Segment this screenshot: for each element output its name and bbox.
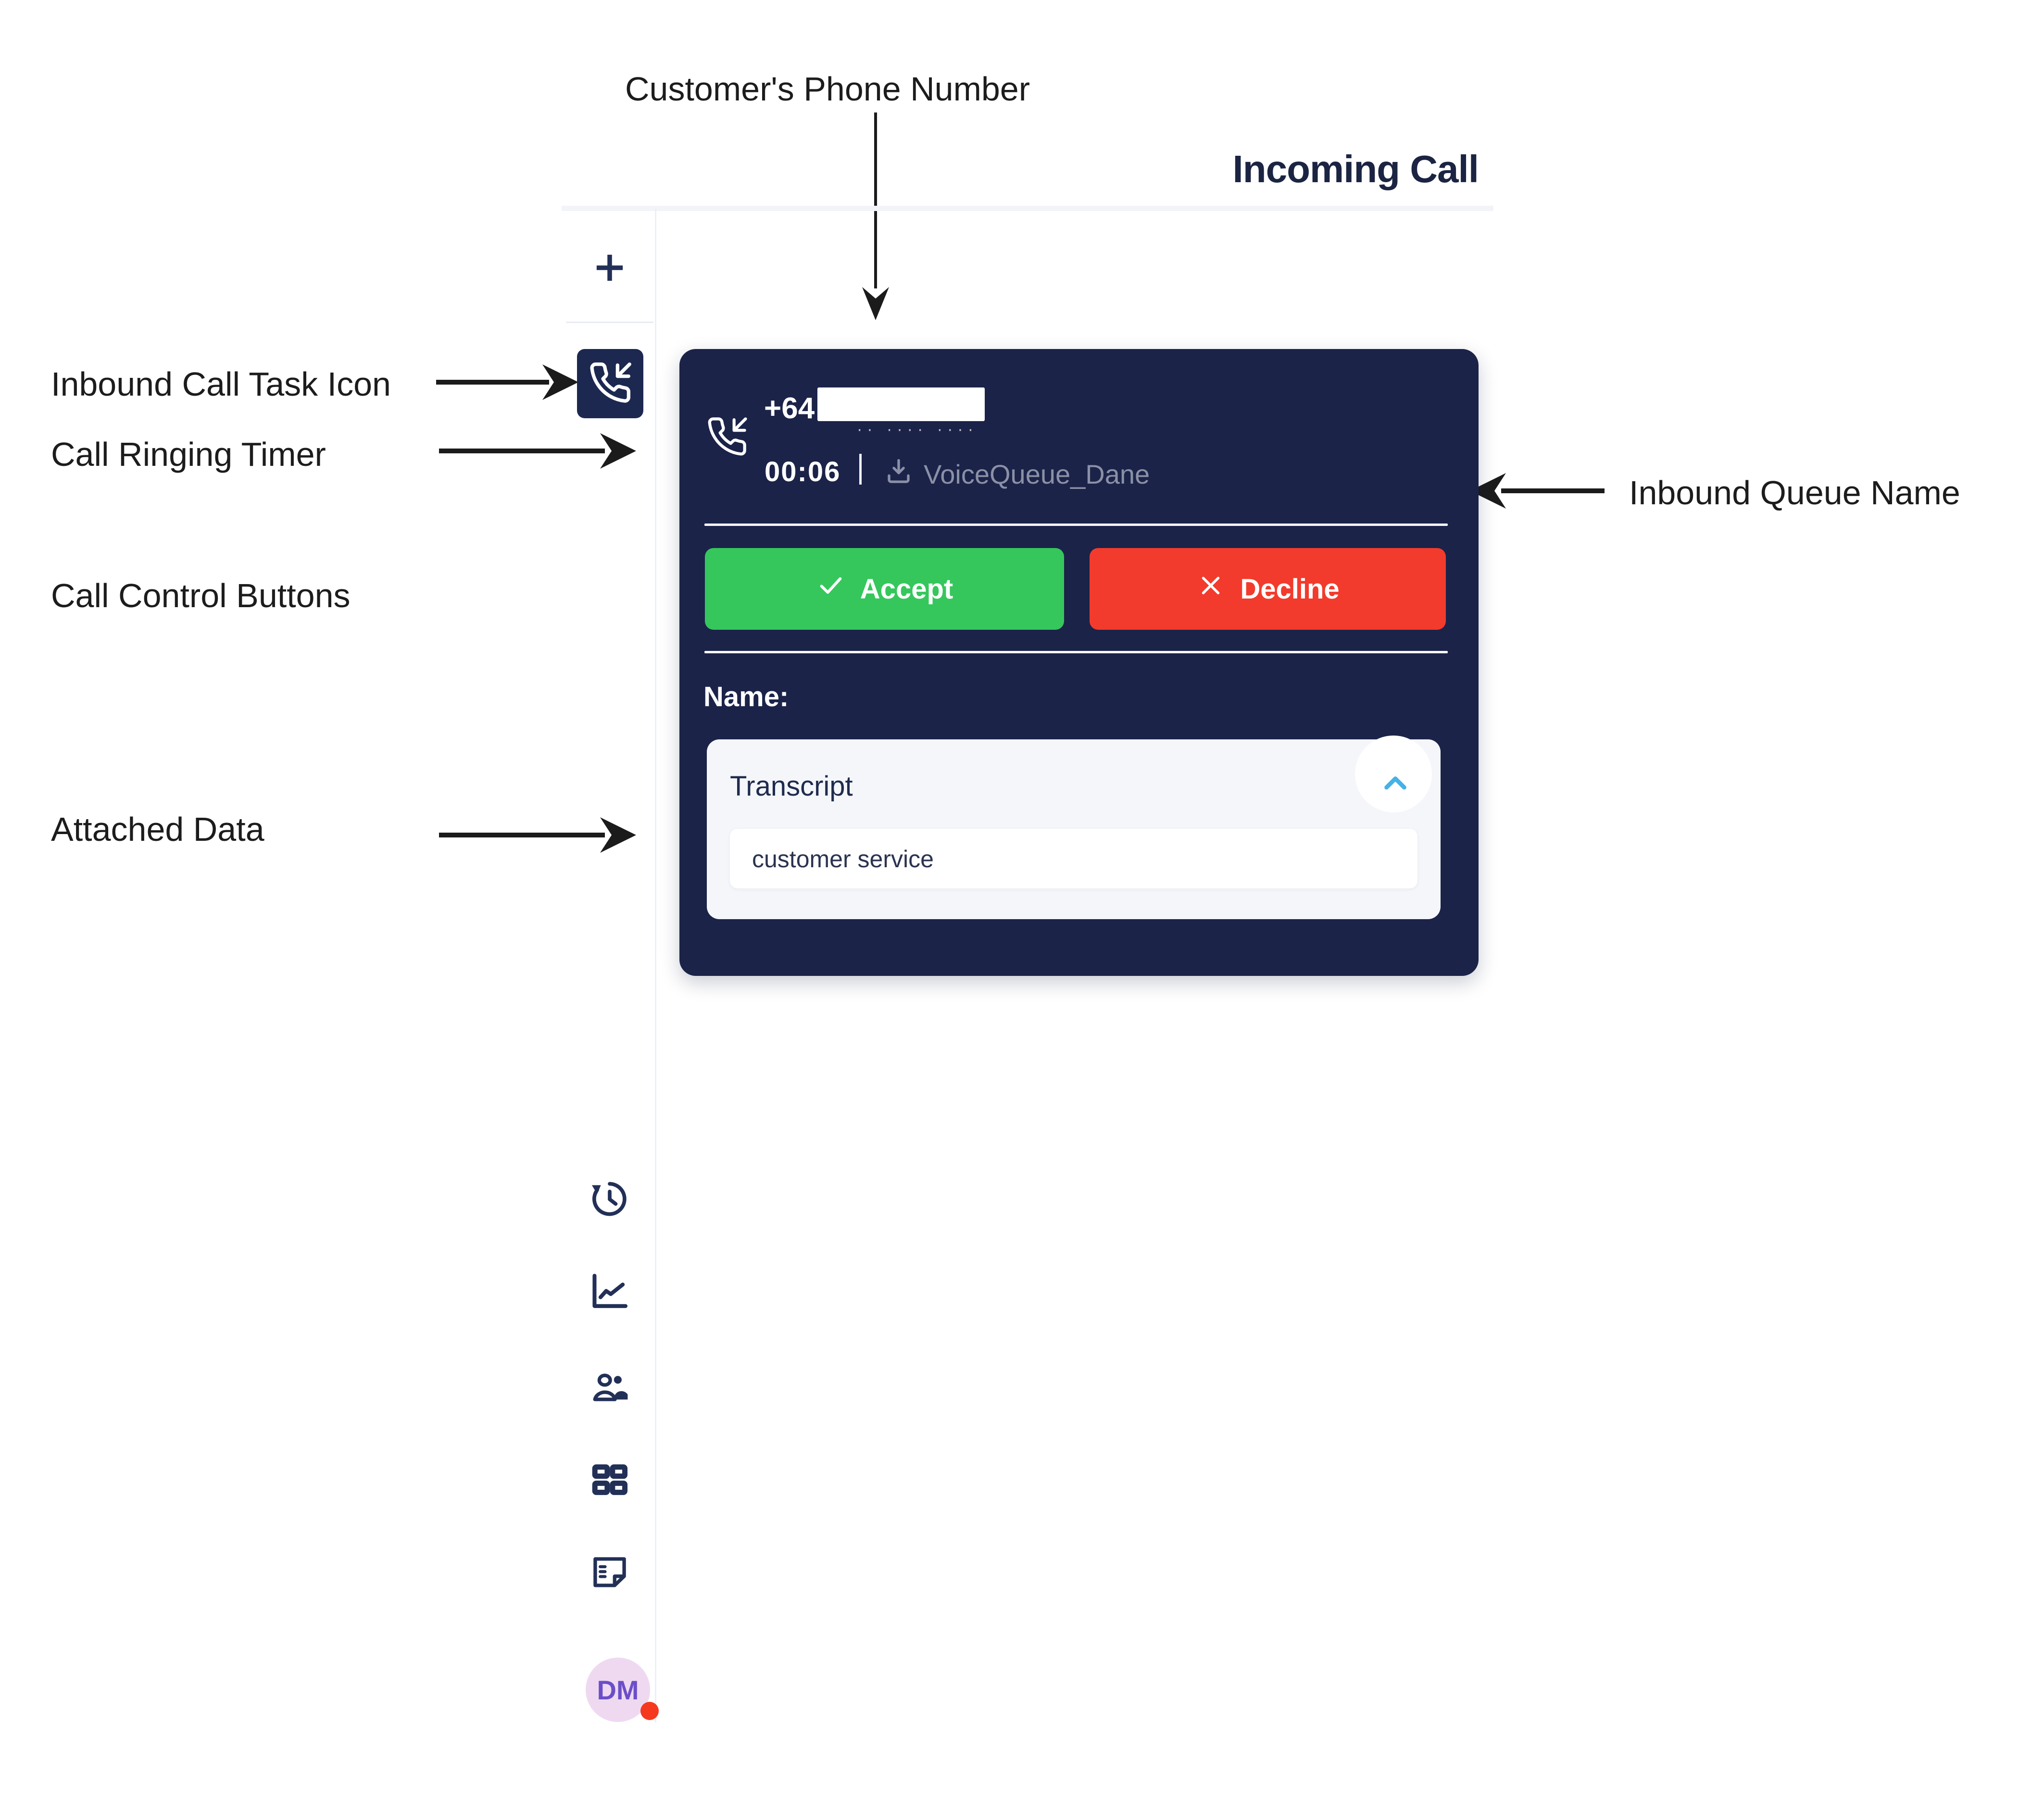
annotation-attached-data: Attached Data xyxy=(51,811,264,848)
annotation-call-ringing-timer: Call Ringing Timer xyxy=(51,436,326,473)
customer-phone-arrow xyxy=(862,112,889,320)
sidebar-item-agents[interactable] xyxy=(589,1366,631,1409)
attached-data-arrow xyxy=(439,817,636,853)
accept-button-label: Accept xyxy=(860,573,953,605)
attached-data-title: Transcript xyxy=(730,771,853,802)
user-avatar[interactable]: DM xyxy=(586,1658,659,1722)
inbound-task-arrow xyxy=(436,364,578,400)
annotation-call-control-buttons: Call Control Buttons xyxy=(51,577,351,614)
insights-chart-icon xyxy=(589,1273,631,1314)
notes-icon xyxy=(589,1557,631,1595)
redacted-digits: ·· ···· ···· xyxy=(856,420,978,438)
name-label: Name: xyxy=(703,681,789,712)
sidebar-item-notes[interactable] xyxy=(589,1551,631,1593)
accept-button[interactable]: Accept xyxy=(705,548,1064,630)
call-ringing-timer: 00:06 xyxy=(765,456,841,487)
check-icon xyxy=(816,571,846,607)
incoming-call-card: +64 ·· ···· ···· 00:06 VoiceQueue_Dane A… xyxy=(679,349,1479,976)
annotation-inbound-call-task-icon: Inbound Call Task Icon xyxy=(51,365,391,403)
add-task-button[interactable] xyxy=(589,247,631,289)
card-divider-top xyxy=(704,524,1448,526)
attached-data-value-box: customer service xyxy=(730,829,1417,888)
timer-queue-separator xyxy=(859,454,862,485)
incoming-call-title: Incoming Call xyxy=(1232,148,1480,190)
sidebar-divider xyxy=(566,322,653,323)
sidebar-item-history[interactable] xyxy=(589,1178,631,1220)
annotation-inbound-queue-name: Inbound Queue Name xyxy=(1629,474,1960,512)
x-icon xyxy=(1196,571,1226,607)
attached-data-panel: Transcript customer service xyxy=(707,736,1441,919)
decline-button-label: Decline xyxy=(1240,573,1340,605)
sidebar-border xyxy=(655,208,656,1722)
sidebar-item-insights[interactable] xyxy=(589,1270,631,1312)
attached-data-value: customer service xyxy=(752,846,934,873)
ringing-timer-arrow xyxy=(439,433,636,469)
chevron-up-icon[interactable] xyxy=(1373,761,1417,805)
sidebar-item-incoming-call-task[interactable] xyxy=(577,349,643,418)
plus-icon xyxy=(589,254,631,291)
incoming-call-icon xyxy=(588,361,632,407)
card-divider-bottom xyxy=(704,651,1448,653)
header-divider xyxy=(562,206,1493,211)
inbound-queue-arrow xyxy=(1470,473,1605,509)
sidebar-item-dashboard[interactable] xyxy=(589,1459,631,1501)
queue-download-icon xyxy=(883,456,914,487)
annotation-customer-phone-number: Customer's Phone Number xyxy=(625,70,1030,108)
history-icon xyxy=(589,1182,631,1222)
status-dot xyxy=(640,1702,659,1720)
incoming-call-icon xyxy=(706,415,748,458)
chevron-halo xyxy=(1355,736,1432,812)
inbound-queue-name: VoiceQueue_Dane xyxy=(924,459,1150,489)
agents-icon xyxy=(589,1373,631,1410)
avatar-initials: DM xyxy=(597,1674,639,1705)
dashboard-grid-icon xyxy=(589,1464,631,1503)
phone-number-redaction xyxy=(817,387,985,421)
decline-button[interactable]: Decline xyxy=(1090,548,1446,630)
customer-phone-number: +64 xyxy=(764,392,815,425)
